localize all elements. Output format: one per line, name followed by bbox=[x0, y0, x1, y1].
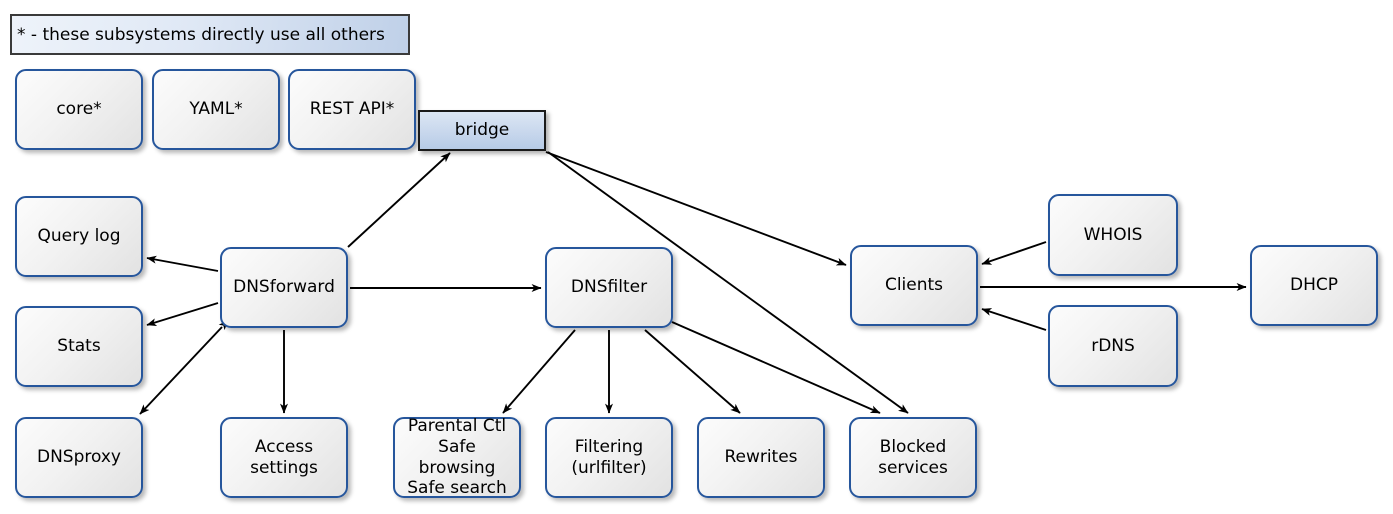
edge-dnsfilter-to-blockedservices bbox=[671, 321, 881, 414]
node-label-accesssettings: Access settings bbox=[250, 436, 318, 478]
node-label-querylog: Query log bbox=[37, 226, 121, 247]
node-rewrites[interactable]: Rewrites bbox=[697, 417, 825, 498]
node-accesssettings[interactable]: Access settings bbox=[220, 417, 348, 498]
node-label-restapi: REST API* bbox=[309, 99, 395, 120]
node-clients[interactable]: Clients bbox=[850, 245, 978, 326]
node-label-parental: Parental Ctl Safe browsing Safe search bbox=[407, 416, 507, 499]
node-label-blockedservices: Blocked services bbox=[878, 436, 948, 478]
edge-rdns-to-clients bbox=[981, 308, 1047, 331]
edge-whois-to-clients bbox=[981, 241, 1047, 265]
node-dnsforward[interactable]: DNSforward bbox=[220, 247, 348, 328]
node-core[interactable]: core* bbox=[15, 69, 143, 150]
node-dnsproxy[interactable]: DNSproxy bbox=[15, 417, 143, 498]
node-yaml[interactable]: YAML* bbox=[152, 69, 280, 150]
node-dhcp[interactable]: DHCP bbox=[1250, 245, 1378, 326]
node-blockedservices[interactable]: Blocked services bbox=[849, 417, 977, 498]
node-label-rdns: rDNS bbox=[1091, 335, 1135, 356]
node-label-dnsforward: DNSforward bbox=[233, 277, 335, 298]
edge-dnsforward-to-bridge bbox=[347, 152, 451, 248]
legend-text: * - these subsystems directly use all ot… bbox=[17, 24, 385, 45]
node-stats[interactable]: Stats bbox=[15, 306, 143, 387]
edge-dnsforward-to-dnsproxy bbox=[139, 320, 229, 415]
node-dnsfilter[interactable]: DNSfilter bbox=[545, 247, 673, 328]
edge-dnsfilter-to-parental bbox=[502, 329, 576, 414]
node-label-dhcp: DHCP bbox=[1290, 275, 1338, 296]
node-label-whois: WHOIS bbox=[1083, 224, 1143, 245]
node-label-dnsproxy: DNSproxy bbox=[36, 447, 121, 468]
edge-dnsforward-to-stats bbox=[146, 302, 219, 327]
node-label-core: core* bbox=[56, 99, 102, 120]
node-rdns[interactable]: rDNS bbox=[1048, 305, 1178, 387]
node-label-rewrites: Rewrites bbox=[724, 447, 798, 468]
node-bridge[interactable]: bridge bbox=[418, 110, 546, 151]
edge-dnsfilter-to-rewrites bbox=[644, 329, 741, 414]
node-label-yaml: YAML* bbox=[189, 99, 243, 120]
node-restapi[interactable]: REST API* bbox=[288, 69, 416, 150]
node-querylog[interactable]: Query log bbox=[15, 196, 143, 277]
node-label-stats: Stats bbox=[57, 336, 101, 357]
node-parental[interactable]: Parental Ctl Safe browsing Safe search bbox=[393, 416, 521, 499]
legend-box: * - these subsystems directly use all ot… bbox=[10, 14, 410, 55]
node-label-filtering: Filtering (urlfilter) bbox=[571, 436, 647, 478]
node-filtering[interactable]: Filtering (urlfilter) bbox=[545, 417, 673, 498]
node-label-dnsfilter: DNSfilter bbox=[570, 277, 648, 298]
node-label-bridge: bridge bbox=[454, 120, 510, 141]
node-whois[interactable]: WHOIS bbox=[1048, 194, 1178, 276]
edge-dnsforward-to-querylog bbox=[146, 255, 219, 272]
node-label-clients: Clients bbox=[884, 275, 944, 296]
